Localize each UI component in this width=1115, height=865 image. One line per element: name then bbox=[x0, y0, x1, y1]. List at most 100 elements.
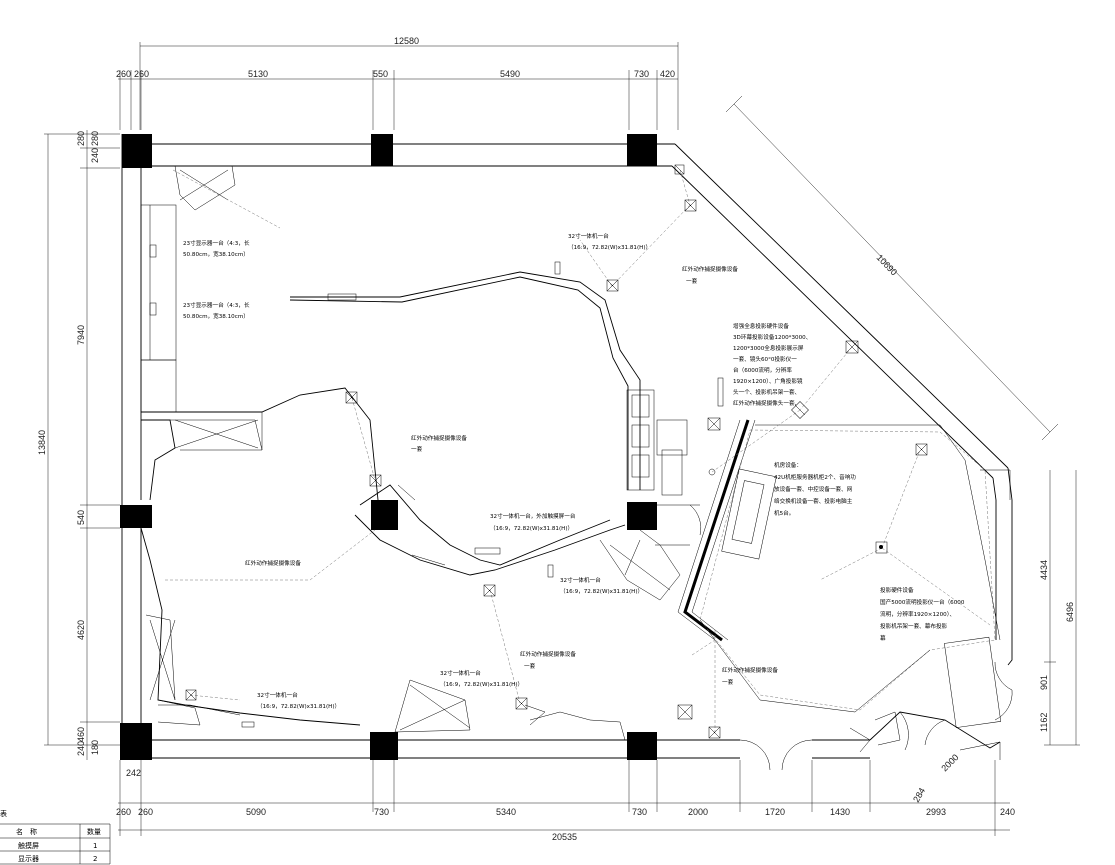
legend-row-qty: 2 bbox=[93, 855, 97, 863]
dim-top-total: 12580 bbox=[394, 36, 419, 46]
camera-marker bbox=[677, 704, 693, 720]
projector-line: 幕 bbox=[880, 634, 886, 642]
dim-bottom-1720: 1720 bbox=[765, 807, 785, 817]
legend-table: 表 名 称 数量 触摸屏 1 显示器 2 bbox=[0, 809, 111, 865]
dim-top-260b: 260 bbox=[134, 69, 149, 79]
dim-diag-10690: 10690 bbox=[875, 252, 900, 277]
device-marker bbox=[241, 721, 255, 728]
ir-left-note: 红外动作捕捉摄像设备 bbox=[411, 434, 467, 442]
column bbox=[371, 134, 393, 166]
dim-top-550: 550 bbox=[373, 69, 388, 79]
monitor-note-2: 23寸显示器一台（4:3，长 bbox=[183, 301, 250, 309]
dim-bottom-260b: 260 bbox=[138, 807, 153, 817]
dim-bottom-1430: 1430 bbox=[830, 807, 850, 817]
projector-marker bbox=[875, 541, 888, 554]
projector-line: 流明，分辨率1920×1200）、 bbox=[880, 610, 955, 618]
machine-room-line: 机5台。 bbox=[774, 509, 794, 517]
column bbox=[627, 134, 657, 166]
dim-left-4620: 4620 bbox=[76, 620, 86, 640]
camera-marker bbox=[674, 164, 685, 175]
column bbox=[370, 732, 398, 760]
machine-room-line: 络交换机设备一套、投影电脑主 bbox=[774, 497, 853, 505]
vr-note-line: 1200*3000全息投影展示屏 bbox=[733, 344, 804, 352]
annotations: 23寸显示器一台（4:3，长 50.80cm，宽38.10cm） 23寸显示器一… bbox=[183, 232, 965, 804]
left-dimensions: 13840 280 280 240 7940 540 4620 460 180 … bbox=[37, 130, 120, 760]
right-dimensions: 4434 6496 901 1162 bbox=[1039, 470, 1080, 746]
bottom-dimensions: 242 260 260 5090 730 5340 730 2000 1720 … bbox=[116, 760, 1015, 842]
device-marker bbox=[149, 244, 157, 258]
projector-line: 国产5000流明投影仪一台（6000 bbox=[880, 598, 965, 606]
interior-partitions bbox=[140, 165, 1013, 771]
column bbox=[120, 723, 152, 760]
dim-left-460: 460 bbox=[76, 727, 86, 742]
vr-note-line: 1920×1200）、广角投影镜 bbox=[733, 377, 803, 385]
camera-marker bbox=[708, 726, 721, 739]
legend-row-qty: 1 bbox=[93, 842, 97, 850]
projector-note: 投影硬件设备 国产5000流明投影仪一台（6000 流明，分辨率1920×120… bbox=[880, 586, 965, 642]
monitor-note-2b: 50.80cm，宽38.10cm） bbox=[183, 312, 249, 320]
vr-note-line: 一套、镜头60°0投影仪一 bbox=[733, 355, 797, 363]
machine-room-line: 42U机柜服务器机柜2个、音响功 bbox=[774, 473, 856, 481]
dim-left-280a: 280 bbox=[76, 131, 86, 146]
ir-mid-note: 红外动作捕捉摄像设备 bbox=[520, 650, 576, 658]
dim-left-240b: 240 bbox=[76, 741, 86, 756]
dim-door-284: 284 bbox=[911, 786, 927, 804]
diagonal-dimension: 10690 bbox=[725, 95, 1059, 441]
camera-marker bbox=[345, 391, 358, 404]
legend-header-qty: 数量 bbox=[87, 827, 101, 836]
projector-line: 投影硬件设备 bbox=[880, 586, 914, 594]
columns bbox=[120, 134, 657, 760]
machine-room-note: 机房设备： 42U机柜服务器机柜2个、音响功 放设备一套、中控设备一套、网 络交… bbox=[774, 461, 856, 517]
monitor-note-1b: 50.80cm，宽38.10cm） bbox=[183, 250, 249, 258]
camera-marker bbox=[515, 697, 528, 710]
column bbox=[627, 732, 657, 760]
dim-door-2000: 2000 bbox=[939, 752, 960, 773]
vr-equipment-note: 增强全息投影硬件设备 3D环幕投影设备1200*3000、 1200*3000全… bbox=[733, 322, 811, 407]
aio-bottom-note-b: （16:9，72.82(W)x31.81(H)） bbox=[440, 681, 523, 688]
aio-touch-note: 32寸一体机一台，外加触摸屏一台 bbox=[490, 512, 576, 520]
dim-bottom-5340: 5340 bbox=[496, 807, 516, 817]
top-dimensions: 12580 260 260 5130 550 5490 730 420 bbox=[116, 36, 679, 130]
vr-note-line: 3D环幕投影设备1200*3000、 bbox=[733, 333, 811, 341]
camera-marker bbox=[369, 474, 382, 487]
dim-right-901: 901 bbox=[1039, 675, 1049, 690]
vr-note-line: 红外动作捕捉摄像头一套、 bbox=[733, 399, 800, 407]
legend-row-name: 触摸屏 bbox=[18, 841, 39, 850]
ir-right-note: 红外动作捕捉摄像设备 bbox=[722, 666, 778, 674]
aio-mid-note-b: （16:9，72.82(W)x31.81(H)） bbox=[560, 588, 643, 595]
dim-right-6496: 6496 bbox=[1065, 602, 1075, 622]
dim-left-540: 540 bbox=[76, 510, 86, 525]
ir-left-note-b: 一套 bbox=[411, 445, 423, 453]
dim-left-240: 240 bbox=[90, 148, 100, 163]
vr-note-line: 头一个、投影机吊架一套、 bbox=[733, 388, 800, 396]
column bbox=[122, 134, 152, 168]
column bbox=[120, 505, 152, 528]
projector-line: 投影机吊架一套、幕布投影 bbox=[880, 622, 948, 630]
aio-bottom-note: 32寸一体机一台 bbox=[440, 669, 481, 677]
dim-bottom-2000: 2000 bbox=[688, 807, 708, 817]
column bbox=[627, 502, 657, 530]
dim-top-420: 420 bbox=[660, 69, 675, 79]
exterior-walls bbox=[121, 134, 1013, 759]
vr-note-line: 台（6000流明，分辨率 bbox=[733, 366, 792, 374]
ir-top-note-b: 一套 bbox=[686, 277, 698, 285]
aio-mid-note: 32寸一体机一台 bbox=[560, 576, 601, 584]
device-marker bbox=[554, 261, 561, 275]
aio-top-note: 32寸一体机一台 bbox=[568, 232, 609, 240]
monitor-note-1: 23寸显示器一台（4:3，长 bbox=[183, 239, 250, 247]
machine-room-line: 机房设备： bbox=[774, 461, 802, 469]
camera-marker bbox=[185, 689, 197, 701]
device-marker bbox=[717, 377, 724, 407]
device-marker bbox=[149, 302, 157, 316]
camera-markers bbox=[149, 164, 928, 739]
dim-top-5130: 5130 bbox=[248, 69, 268, 79]
dim-bottom-730a: 730 bbox=[374, 807, 389, 817]
dim-top-260a: 260 bbox=[116, 69, 131, 79]
camera-marker bbox=[483, 584, 496, 597]
camera-marker bbox=[707, 417, 721, 431]
aio-top-note-b: （16:9，72.82(W)x31.81(H)） bbox=[568, 244, 651, 251]
legend-row-name: 显示器 bbox=[18, 855, 39, 863]
dim-left-7940: 7940 bbox=[76, 325, 86, 345]
ir-lower-left-note: 红外动作捕捉摄像设备 bbox=[245, 559, 301, 567]
